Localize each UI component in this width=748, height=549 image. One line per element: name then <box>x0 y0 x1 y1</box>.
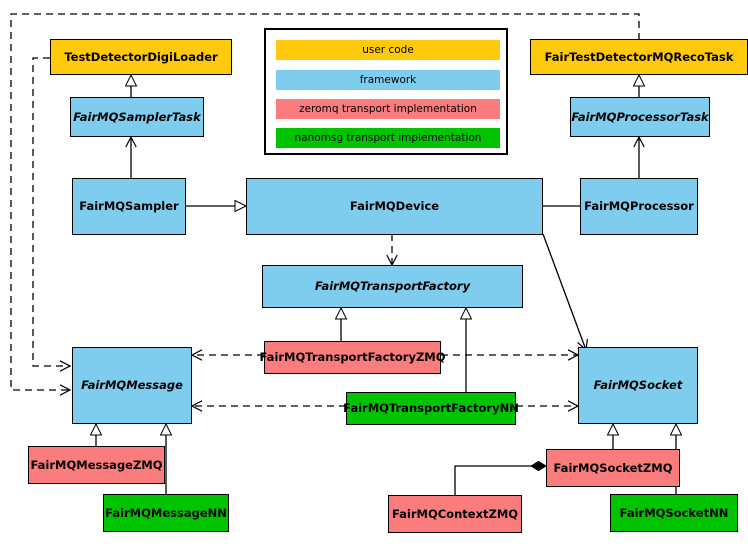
class-box-fairmqmessagenn[interactable]: FairMQMessageNN <box>103 494 229 532</box>
legend-panel: user code framework zeromq transport imp… <box>264 28 508 155</box>
class-label-fairmqmessage: FairMQMessage <box>81 378 183 393</box>
class-label-fairtestdetectormqrecotask: FairTestDetectorMQRecoTask <box>544 49 734 64</box>
legend-item-nanomsg: nanomsg transport implementation <box>276 128 500 148</box>
class-label-fairmqcontextzmq: FairMQContextZMQ <box>391 506 519 521</box>
class-label-fairmqsocket: FairMQSocket <box>593 378 683 393</box>
class-box-fairmqtransportfactoryzmq[interactable]: FairMQTransportFactoryZMQ <box>260 341 446 374</box>
class-box-fairmqcontextzmq[interactable]: FairMQContextZMQ <box>388 495 522 533</box>
class-label-fairmqprocessor: FairMQProcessor <box>584 199 694 214</box>
legend-item-framework: framework <box>276 70 500 90</box>
class-label-fairmqdevice: FairMQDevice <box>349 199 440 214</box>
class-label-fairmqtransportfactoryzmq: FairMQTransportFactoryZMQ <box>259 350 446 365</box>
class-box-fairmqsampler[interactable]: FairMQSampler <box>72 178 186 235</box>
class-box-fairmqtransportfactorynn[interactable]: FairMQTransportFactoryNN <box>343 392 519 425</box>
class-box-fairmqsamplertask[interactable]: FairMQSamplerTask <box>70 97 204 137</box>
class-box-fairmqsocketnn[interactable]: FairMQSocketNN <box>610 494 738 532</box>
class-box-fairmqmessage[interactable]: FairMQMessage <box>72 347 192 424</box>
class-box-fairmqdevice[interactable]: FairMQDevice <box>246 178 543 235</box>
class-label-fairmqsocketnn: FairMQSocketNN <box>619 505 729 520</box>
class-box-fairmqprocessor[interactable]: FairMQProcessor <box>580 178 698 235</box>
legend-label-zeromq: zeromq transport implementation <box>299 103 477 115</box>
class-label-fairmqtransportfactory: FairMQTransportFactory <box>314 279 471 294</box>
class-box-fairmqmessagezmq[interactable]: FairMQMessageZMQ <box>28 446 165 484</box>
class-label-testdetectordigiloader: TestDetectorDigiLoader <box>64 49 218 64</box>
class-label-fairmqprocessortask: FairMQProcessorTask <box>571 109 709 124</box>
class-box-fairmqsocketzmq[interactable]: FairMQSocketZMQ <box>546 449 680 487</box>
class-box-fairmqprocessortask[interactable]: FairMQProcessorTask <box>570 97 710 137</box>
class-label-fairmqmessagezmq: FairMQMessageZMQ <box>30 457 163 472</box>
class-box-fairmqtransportfactory[interactable]: FairMQTransportFactory <box>262 265 523 308</box>
class-label-fairmqsampler: FairMQSampler <box>79 199 179 214</box>
legend-label-user-code: user code <box>362 44 414 56</box>
class-label-fairmqtransportfactorynn: FairMQTransportFactoryNN <box>343 401 519 416</box>
class-box-testdetectordigiloader[interactable]: TestDetectorDigiLoader <box>50 39 232 75</box>
class-box-fairtestdetectormqrecotask[interactable]: FairTestDetectorMQRecoTask <box>530 39 748 75</box>
class-box-fairmqsocket[interactable]: FairMQSocket <box>578 347 698 424</box>
class-label-fairmqsamplertask: FairMQSamplerTask <box>73 109 201 124</box>
legend-item-user-code: user code <box>276 40 500 60</box>
class-label-fairmqsocketzmq: FairMQSocketZMQ <box>553 460 673 475</box>
legend-label-framework: framework <box>359 74 417 86</box>
class-label-fairmqmessagenn: FairMQMessageNN <box>105 505 227 520</box>
legend-label-nanomsg: nanomsg transport implementation <box>294 132 482 144</box>
legend-item-zeromq: zeromq transport implementation <box>276 99 500 119</box>
